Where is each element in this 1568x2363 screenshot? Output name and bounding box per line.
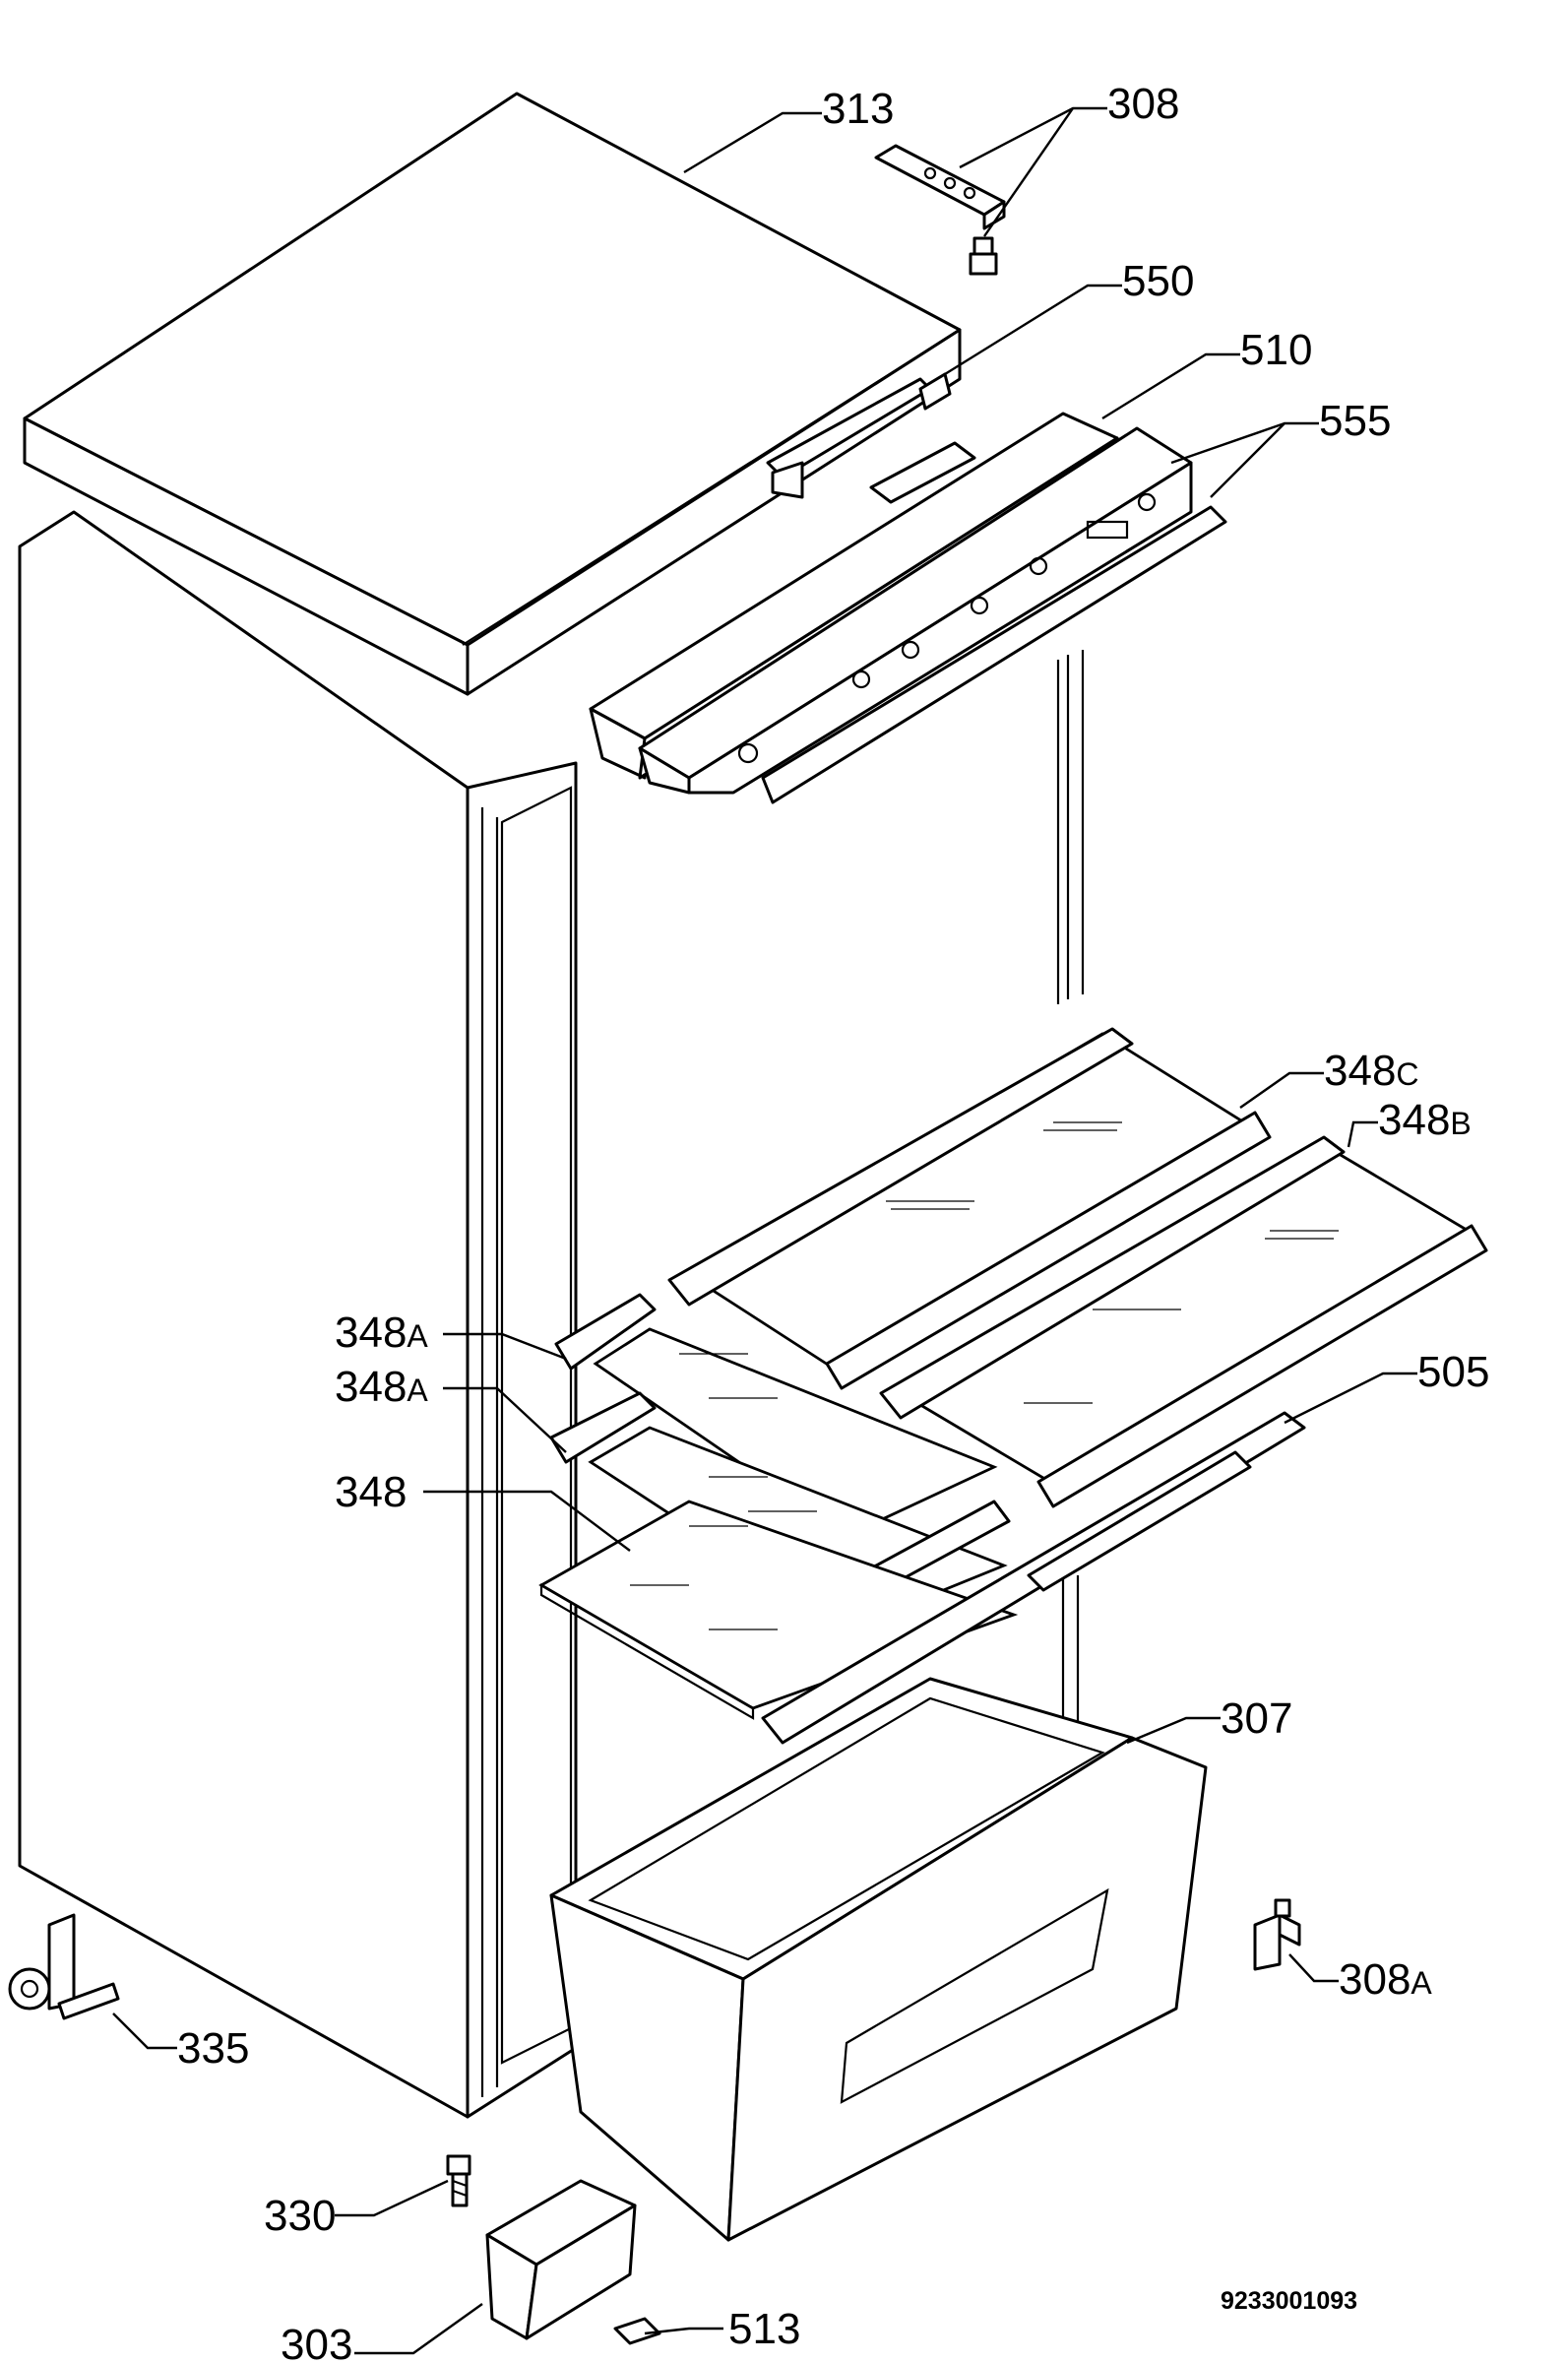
callout-348B-number: 348 — [1378, 1096, 1450, 1144]
callout-513: 513 — [728, 2305, 800, 2353]
foot-bracket — [8, 1913, 120, 2020]
small-clip — [613, 2317, 661, 2345]
drawing-code: 9233001093 — [1221, 2287, 1357, 2315]
callout-307: 307 — [1221, 1694, 1292, 1743]
crisper-drawer — [549, 1677, 1208, 2242]
shelf-348C — [667, 1027, 1272, 1390]
callout-330: 330 — [264, 2192, 336, 2240]
hinge-bracket — [874, 144, 1006, 230]
callout-348C: 348C — [1324, 1047, 1419, 1095]
callout-335: 335 — [177, 2024, 249, 2073]
callout-348: 348 — [335, 1468, 407, 1516]
bottom-trim — [485, 2179, 637, 2340]
callout-348C-number: 348 — [1324, 1047, 1396, 1095]
callout-348B-suffix: B — [1450, 1106, 1471, 1141]
callout-510: 510 — [1240, 326, 1312, 374]
interior-guides — [1056, 650, 1085, 1733]
callout-348A-lower-suffix: A — [407, 1373, 428, 1408]
shelf-348A-upper — [554, 1293, 998, 1538]
clip — [918, 372, 952, 411]
leader-lines — [112, 106, 1417, 2355]
callout-labels: 313 308 550 510 555 348C 348B 348A 348A … — [177, 80, 1489, 2363]
callout-308: 308 — [1107, 80, 1179, 128]
callout-313: 313 — [822, 85, 894, 133]
callout-505: 505 — [1417, 1348, 1489, 1396]
callout-303: 303 — [281, 2321, 352, 2363]
top-cover — [23, 92, 962, 696]
trim-strip — [761, 505, 1227, 804]
callout-348A-lower-number: 348 — [335, 1363, 407, 1411]
callout-348A-upper: 348A — [335, 1309, 428, 1357]
callout-348A-lower: 348A — [335, 1363, 428, 1411]
callout-308A-suffix: A — [1411, 1965, 1432, 2001]
control-panel — [589, 412, 1193, 795]
door-bracket — [1253, 1898, 1301, 1971]
cabinet-body — [18, 510, 578, 2119]
hinge-pin — [969, 236, 998, 276]
shelf-front-trim — [761, 1411, 1306, 1745]
callout-555: 555 — [1319, 397, 1391, 445]
callout-348B: 348B — [1378, 1096, 1472, 1144]
callout-348C-suffix: C — [1396, 1056, 1418, 1092]
callout-550: 550 — [1122, 257, 1194, 305]
shelf-348B — [879, 1135, 1488, 1508]
screw — [446, 2154, 471, 2207]
callout-348A-upper-number: 348 — [335, 1309, 407, 1357]
callout-308A-number: 308 — [1339, 1955, 1411, 2004]
callout-348A-upper-suffix: A — [407, 1318, 428, 1354]
callout-308A: 308A — [1339, 1955, 1432, 2004]
